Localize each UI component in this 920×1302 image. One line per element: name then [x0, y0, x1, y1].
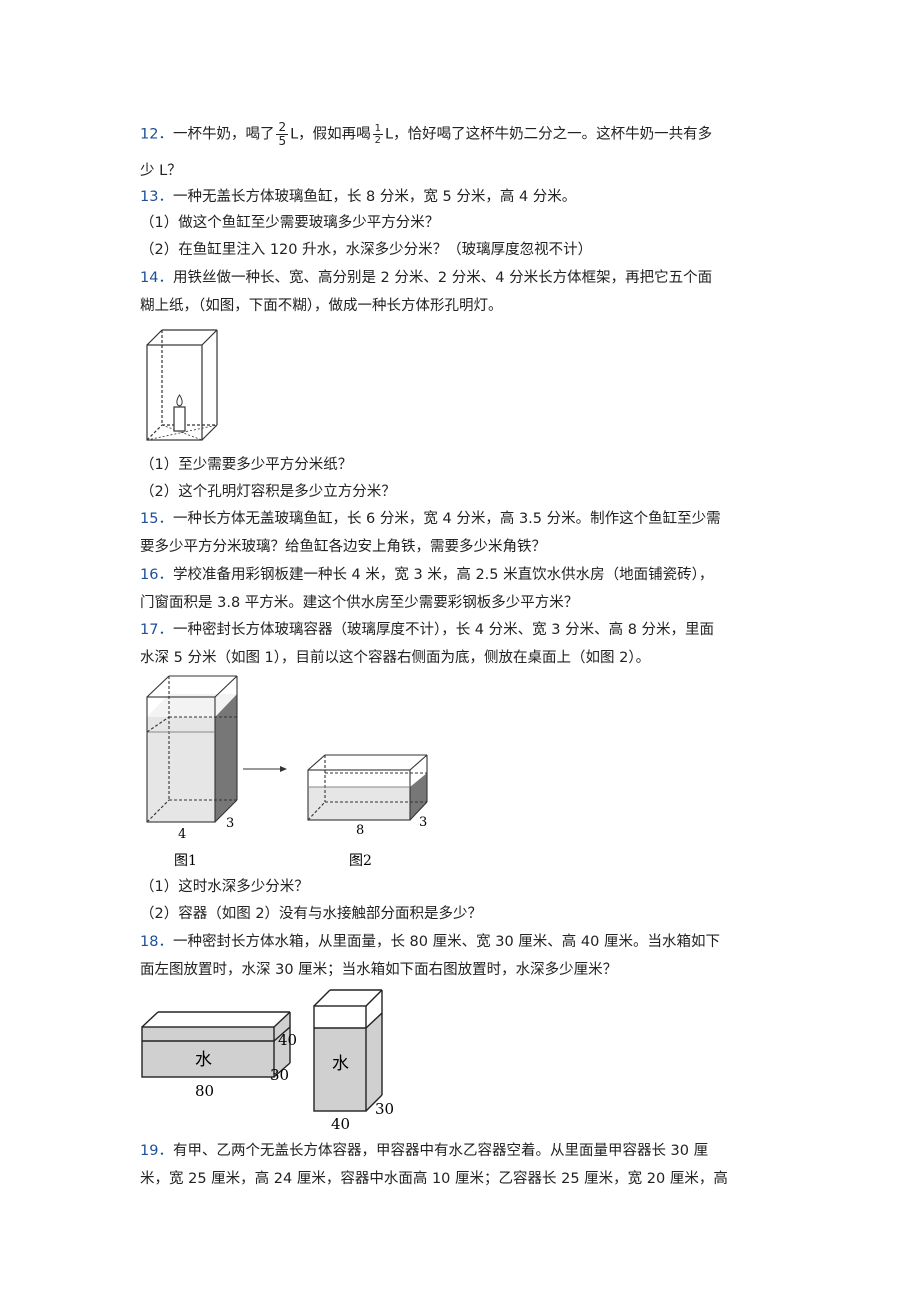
q13-number: 13．	[140, 189, 173, 205]
q12-frac1-denominator: 5	[278, 134, 287, 148]
q13-sub2: （2）在鱼缸里注入 120 升水，水深多少分米？（玻璃厚度忽视不计）	[140, 242, 593, 258]
right-tank: 水	[313, 989, 383, 1112]
fig1-depth-label: 3	[226, 816, 234, 831]
q15-line2: 要多少平方分米玻璃？给鱼缸各边安上角铁，需要多少米角铁？	[140, 539, 546, 555]
arrow-right-icon	[243, 766, 287, 772]
q19-number: 19．	[140, 1143, 173, 1159]
q12-frac2-numerator: 1	[372, 123, 384, 135]
q17-number: 17．	[140, 622, 173, 638]
q13-text: 一种无盖长方体玻璃鱼缸，长 8 分米，宽 5 分米，高 4 分米。	[172, 189, 577, 205]
q12-text-c: L，恰好喝了这杯牛奶二分之一。这杯牛奶一共有多	[385, 126, 713, 143]
q13-line1: 13．一种无盖长方体玻璃鱼缸，长 8 分米，宽 5 分米，高 4 分米。	[140, 187, 576, 207]
q15-line1: 15．一种长方体无盖玻璃鱼缸，长 6 分米，宽 4 分米，高 3.5 分米。制作…	[140, 509, 721, 529]
q12-frac1-numerator: 2	[276, 120, 289, 135]
q12-line2: 少 L？	[140, 163, 182, 179]
water-tank-figures: 水 40 30 80 水 40 30	[141, 989, 394, 1133]
right-tank-water-label: 水	[332, 1054, 349, 1074]
left-tank-depth-label: 30	[270, 1066, 289, 1084]
q18-number: 18．	[140, 934, 173, 950]
fig2-width-label: 8	[356, 823, 364, 838]
left-tank: 水	[141, 1011, 291, 1078]
q17-line1: 17．一种密封长方体玻璃容器（玻璃厚度不计），长 4 分米、宽 3 分米、高 8…	[140, 620, 714, 640]
fig2-depth-label: 3	[419, 815, 427, 830]
left-tank-height-label: 40	[278, 1031, 297, 1049]
q15-number: 15．	[140, 511, 173, 527]
fig1-width-label: 4	[178, 827, 186, 842]
left-tank-length-label: 80	[195, 1082, 214, 1100]
q14-line1: 14．用铁丝做一种长、宽、高分别是 2 分米、2 分米、4 分米长方体框架，再把…	[140, 268, 712, 288]
q15-text: 一种长方体无盖玻璃鱼缸，长 6 分米，宽 4 分米，高 3.5 分米。制作这个鱼…	[172, 511, 721, 527]
q12-number: 12．	[140, 126, 173, 143]
q12-text-b: L，假如再喝	[290, 126, 371, 143]
q16-line2: 门窗面积是 3.8 平方米。建这个供水房至少需要彩钢板多少平方米？	[140, 595, 579, 611]
lantern-figure	[146, 329, 218, 441]
q16-text: 学校准备用彩钢板建一种长 4 米，宽 3 米，高 2.5 米直饮水供水房（地面铺…	[172, 567, 714, 583]
q14-line2: 糊上纸，（如图，下面不糊），做成一种长方体形孔明灯。	[140, 298, 503, 314]
q16-line1: 16．学校准备用彩钢板建一种长 4 米，宽 3 米，高 2.5 米直饮水供水房（…	[140, 565, 713, 585]
candle-icon	[173, 394, 186, 432]
q18-line1: 18．一种密封长方体水箱，从里面量，长 80 厘米、宽 30 厘米、高 40 厘…	[140, 932, 720, 952]
q16-number: 16．	[140, 567, 173, 583]
q13-sub1: （1）做这个鱼缸至少需要玻璃多少平方分米？	[140, 215, 440, 231]
right-tank-width-label: 40	[331, 1115, 350, 1133]
q18-line2: 面左图放置时，水深 30 厘米；当水箱如下面右图放置时，水深多少厘米？	[140, 962, 618, 978]
q14-sub1: （1）至少需要多少平方分米纸？	[140, 457, 353, 473]
q12-text-a: 一杯牛奶，喝了	[172, 126, 275, 143]
left-tank-water-label: 水	[195, 1050, 212, 1070]
fig2-caption: 图2	[349, 853, 372, 869]
figure2-container	[307, 754, 428, 821]
q17-sub1: （1）这时水深多少分米？	[140, 879, 309, 895]
lantern-front-face	[146, 344, 203, 441]
fig1-caption: 图1	[174, 853, 197, 869]
q19-line2: 米，宽 25 厘米，高 24 厘米，容器中水面高 10 厘米；乙容器长 25 厘…	[140, 1171, 728, 1187]
q14-number: 14．	[140, 270, 173, 286]
right-tank-depth-label: 30	[375, 1100, 394, 1118]
q17-sub2: （2）容器（如图 2）没有与水接触部分面积是多少？	[140, 906, 483, 922]
q19-text: 有甲、乙两个无盖长方体容器，甲容器中有水乙容器空着。从里面量甲容器长 30 厘	[172, 1143, 709, 1159]
container-figures: 4 3 8 3 图1 图2	[146, 675, 428, 869]
q14-sub2: （2）这个孔明灯容积是多少立方分米？	[140, 484, 396, 500]
q14-text: 用铁丝做一种长、宽、高分别是 2 分米、2 分米、4 分米长方体框架，再把它五个…	[172, 270, 713, 286]
figure1-container	[146, 675, 238, 823]
q17-text: 一种密封长方体玻璃容器（玻璃厚度不计），长 4 分米、宽 3 分米、高 8 分米…	[172, 622, 715, 638]
q12-frac2-denominator: 2	[374, 135, 382, 146]
q17-line2: 水深 5 分米（如图 1），目前以这个容器右侧面为底，侧放在桌面上（如图 2）。	[140, 650, 651, 666]
q18-text: 一种密封长方体水箱，从里面量，长 80 厘米、宽 30 厘米、高 40 厘米。当…	[172, 934, 720, 950]
q19-line1: 19．有甲、乙两个无盖长方体容器，甲容器中有水乙容器空着。从里面量甲容器长 30…	[140, 1141, 708, 1161]
